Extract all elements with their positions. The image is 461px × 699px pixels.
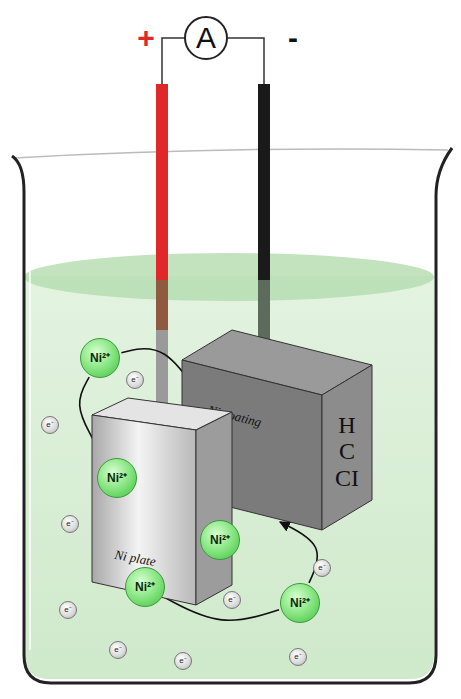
nickel-ion: Ni²⁺ [125, 567, 165, 607]
wire [228, 38, 264, 86]
electron-label: e⁻ [228, 596, 235, 604]
electron-label: e⁻ [294, 653, 301, 661]
beaker-outline [12, 148, 452, 683]
terminal-sign: - [288, 23, 298, 53]
electron: e⁻ [61, 515, 79, 533]
meter-letter: A [196, 23, 216, 53]
cathode-lead [258, 84, 270, 280]
electron-label: e⁻ [114, 646, 121, 654]
ion-label: Ni²⁺ [210, 534, 230, 546]
anode-lead [156, 84, 168, 280]
electron: e⁻ [289, 648, 307, 666]
terminal-sign: + [137, 23, 155, 53]
ion-label: Ni²⁺ [135, 581, 155, 593]
solution [25, 276, 434, 679]
plate-side-face [196, 412, 232, 605]
ion-label: Ni²⁺ [107, 472, 127, 484]
electron: e⁻ [174, 652, 192, 670]
electron: e⁻ [41, 416, 59, 434]
ion-label: Ni²⁺ [90, 352, 110, 364]
electron: e⁻ [313, 559, 331, 577]
hcci-side-face [322, 365, 372, 530]
nickel-ion: Ni²⁺ [80, 338, 120, 378]
electron: e⁻ [126, 371, 144, 389]
solution-surface [24, 253, 434, 301]
electron-label: e⁻ [66, 520, 73, 528]
electron-label: e⁻ [46, 421, 53, 429]
electron-label: e⁻ [318, 564, 325, 572]
electron-label: e⁻ [131, 376, 138, 384]
beaker-highlight [29, 200, 31, 650]
nickel-ion: Ni²⁺ [97, 458, 137, 498]
ion-path-arrow [280, 522, 317, 583]
electron: e⁻ [109, 641, 127, 659]
electron: e⁻ [59, 601, 77, 619]
nickel-ion: Ni²⁺ [280, 583, 320, 623]
ammeter-symbol: A [184, 16, 228, 60]
part-label-vertical: HCCI [335, 412, 359, 491]
ion-label: Ni²⁺ [290, 597, 310, 609]
wire [162, 38, 184, 86]
ion-path-arrow [80, 377, 93, 439]
electron-label: e⁻ [179, 657, 186, 665]
electron-label: e⁻ [64, 606, 71, 614]
nickel-ion: Ni²⁺ [200, 520, 240, 560]
anode-lead [156, 280, 168, 330]
electron: e⁻ [223, 591, 241, 609]
beaker-rim [14, 149, 448, 158]
anode-rod [156, 330, 168, 412]
